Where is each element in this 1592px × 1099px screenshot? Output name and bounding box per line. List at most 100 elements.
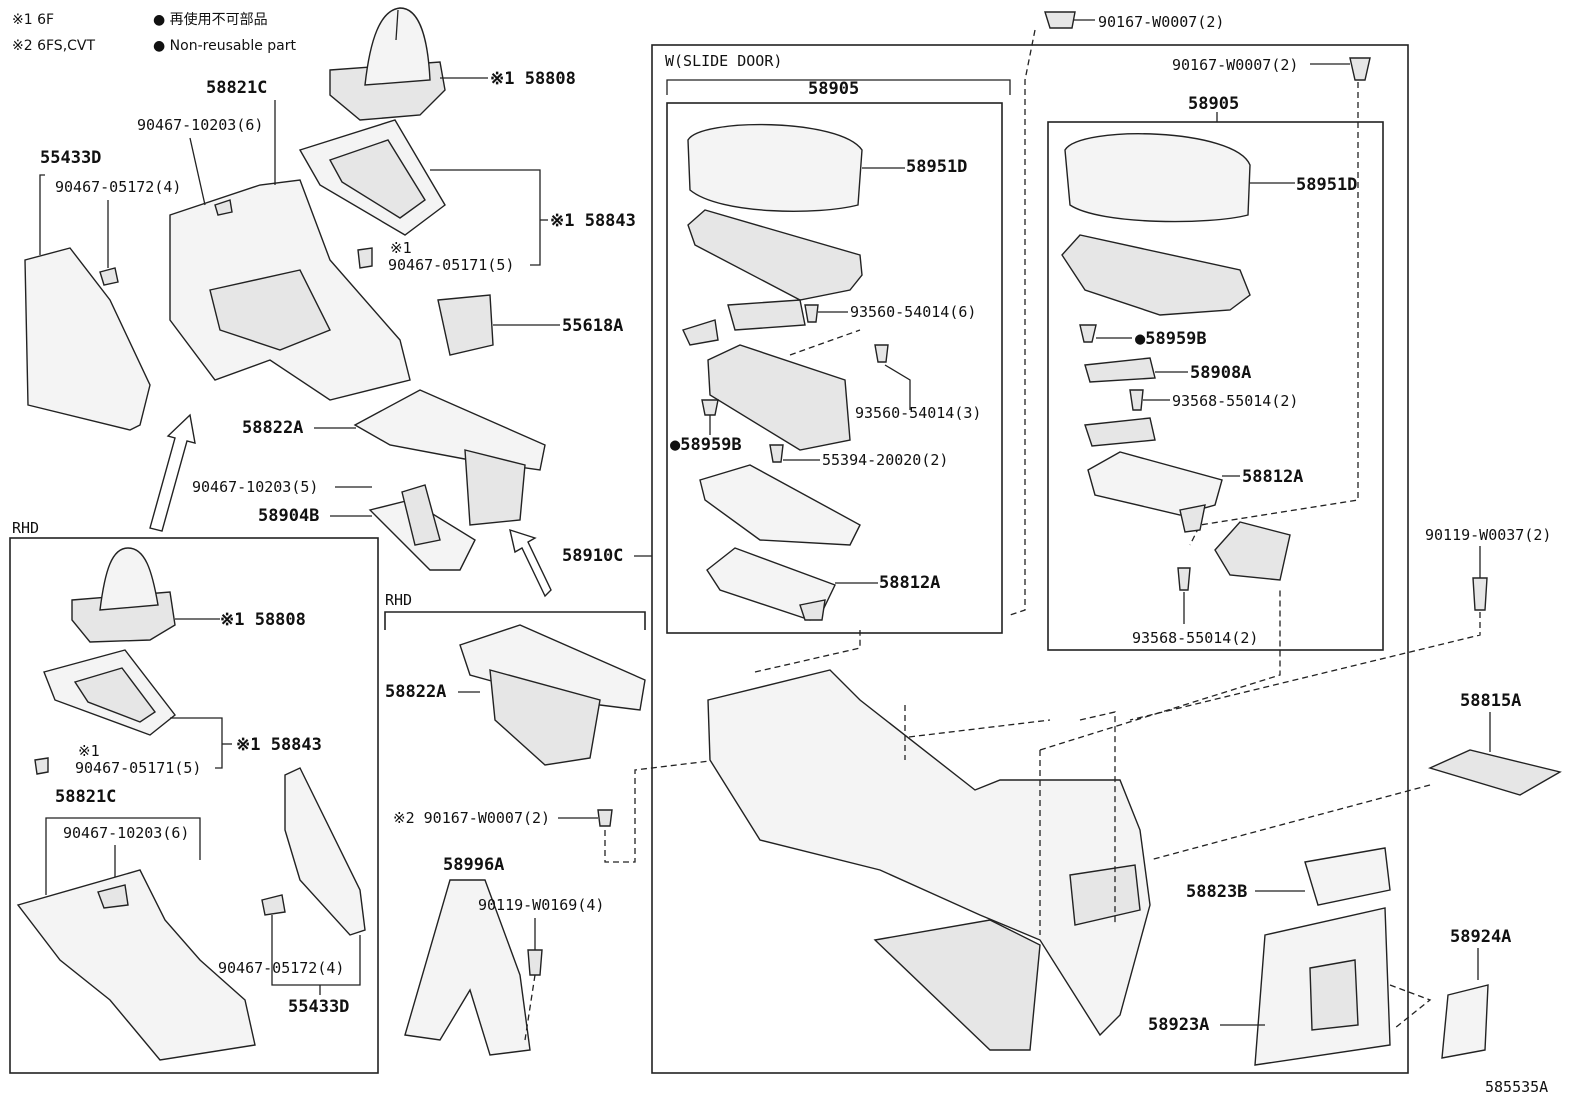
screw-mid — [597, 809, 613, 827]
label-58843-top: ※1 58843 — [550, 211, 636, 231]
label-58822A-top: 58822A — [242, 418, 303, 438]
hinge-right — [1084, 417, 1156, 447]
label-58808-rhd: ※1 58808 — [220, 610, 306, 630]
pocket-58823B — [1304, 847, 1391, 906]
label-58910C: 58910C — [562, 546, 623, 566]
screw-55394 — [769, 444, 784, 463]
shift-boot-part — [329, 7, 446, 121]
legend-note-2: ※2 6FS,CVT — [12, 38, 95, 54]
label-90467-05171-top: 90467-05171(5) — [388, 256, 514, 274]
armrest-lid-right — [1064, 133, 1251, 223]
label-55394-20020: 55394-20020(2) — [822, 451, 948, 469]
insert-part — [437, 294, 494, 356]
screw-right-top — [1349, 57, 1371, 81]
rhd-side-cover-part — [261, 767, 366, 936]
clip-58959B-right — [1079, 324, 1097, 343]
bolt-bracket — [527, 949, 543, 976]
assembly-arrow-mid — [509, 528, 552, 598]
rhd-console-panel-part — [16, 869, 256, 1061]
screw-93560-a — [804, 304, 819, 323]
label-58904B: 58904B — [258, 506, 319, 526]
legend-note-1: ※1 6F — [12, 12, 54, 28]
screw-93568-a — [1129, 389, 1144, 411]
label-55618A: 55618A — [562, 316, 623, 336]
cap-58924A — [1441, 984, 1489, 1059]
armrest-box-left — [666, 102, 1003, 634]
rhd-shift-bezel-part — [34, 649, 176, 775]
label-90467-05171-rhd: 90467-05171(5) — [75, 759, 201, 777]
label-mark-05171-top: ※1 — [390, 239, 412, 257]
label-90167-W0007-right: 90167-W0007(2) — [1172, 56, 1298, 74]
label-90467-05172-top: 90467-05172(4) — [55, 178, 181, 196]
console-panel-part — [169, 179, 411, 401]
armrest-lid-left — [687, 123, 863, 212]
label-90467-10203-5: 90467-10203(5) — [192, 478, 318, 496]
label-58905-right: 58905 — [1188, 94, 1239, 114]
label-58951D-left: 58951D — [906, 157, 967, 177]
label-90467-10203-6-rhd: 90467-10203(6) — [63, 824, 189, 842]
armrest-base-left — [687, 209, 863, 301]
screw-top — [1044, 11, 1076, 29]
panel-58923A — [1254, 907, 1391, 1066]
label-90119-W0037: 90119-W0037(2) — [1425, 526, 1551, 544]
label-58959B-right: ●58959B — [1135, 329, 1207, 349]
label-mark-05171-rhd: ※1 — [78, 742, 100, 760]
label-90119-W0169: 90119-W0169(4) — [478, 896, 604, 914]
diagram-id: 585535A — [1485, 1078, 1548, 1096]
rhd-shift-boot-part — [71, 547, 176, 643]
label-58996A: 58996A — [443, 855, 504, 875]
section-slide-door: W(SLIDE DOOR) — [665, 52, 782, 70]
label-55433D-rhd: 55433D — [288, 997, 349, 1017]
lock-right — [1214, 521, 1291, 581]
tray-58812A-right — [1087, 451, 1223, 533]
main-assembly-box — [651, 44, 1409, 1074]
label-58959B-left: ●58959B — [670, 435, 742, 455]
leader-58843-top — [430, 169, 541, 266]
label-90167-W0007-top: 90167-W0007(2) — [1098, 13, 1224, 31]
bracket-part — [404, 879, 531, 1056]
label-58924A: 58924A — [1450, 927, 1511, 947]
tray-58812A-left — [706, 547, 836, 621]
label-93568-55014-b: 93568-55014(2) — [1132, 629, 1258, 647]
rhd-mid-bracket — [384, 611, 646, 630]
legend-nonreusable-en: ● Non-reusable part — [153, 38, 296, 54]
label-58905-left: 58905 — [808, 79, 859, 99]
label-58908A: 58908A — [1190, 363, 1251, 383]
label-90167-W0007-mid: ※2 90167-W0007(2) — [393, 809, 550, 827]
hinge-frame-left — [699, 464, 861, 546]
latch-left — [682, 299, 806, 346]
bolt-right — [1472, 577, 1488, 611]
label-58823B: 58823B — [1186, 882, 1247, 902]
rhd-cup-holder-part — [459, 624, 646, 766]
screw-93568-b — [1177, 567, 1191, 591]
label-90467-10203-6-top: 90467-10203(6) — [137, 116, 263, 134]
section-rhd-mid: RHD — [385, 591, 412, 609]
label-90467-05172-rhd: 90467-05172(4) — [218, 959, 344, 977]
section-rhd-left: RHD — [12, 519, 39, 537]
rhd-left-box — [9, 537, 379, 1074]
cup-holder-part — [353, 389, 546, 526]
shift-bezel-part — [298, 119, 446, 269]
label-93560-54014-3: 93560-54014(3) — [855, 404, 981, 422]
armrest-box-right — [1047, 121, 1384, 651]
label-58822A-rhd: 58822A — [385, 682, 446, 702]
lock-mechanism-left — [707, 344, 851, 451]
armrest-base-right — [1061, 234, 1251, 316]
label-93560-54014-6: 93560-54014(6) — [850, 303, 976, 321]
assembly-arrow-left — [149, 413, 196, 532]
legend-nonreusable-ja: ● 再使用不可部品 — [153, 11, 268, 28]
label-58812A-left: 58812A — [879, 573, 940, 593]
label-58821C-top: 58821C — [206, 78, 267, 98]
console-body-part — [707, 669, 1151, 1051]
label-58812A-right: 58812A — [1242, 467, 1303, 487]
tray-part — [368, 484, 476, 571]
label-58951D-right: 58951D — [1296, 175, 1357, 195]
clip-58959B-left — [701, 399, 719, 416]
label-58923A: 58923A — [1148, 1015, 1209, 1035]
pad-58815A — [1428, 749, 1562, 796]
label-58843-rhd: ※1 58843 — [236, 735, 322, 755]
label-58808-top: ※1 58808 — [490, 69, 576, 89]
side-cover-part — [24, 247, 151, 431]
